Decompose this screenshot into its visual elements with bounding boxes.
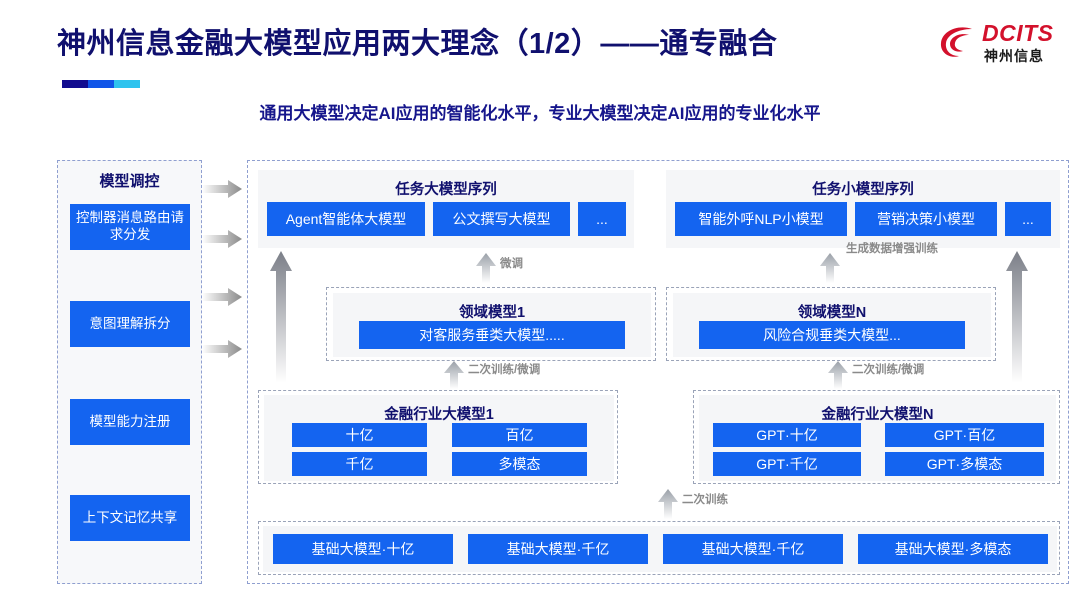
flow-label-finetune-left: 微调 bbox=[500, 258, 523, 270]
base-box-1000y-a[interactable]: 基础大模型·千亿 bbox=[468, 534, 648, 564]
task-small-box-more[interactable]: ... bbox=[1005, 202, 1051, 236]
flow-arrow-up-tall-left bbox=[270, 251, 292, 383]
flow-arrow-right-4 bbox=[202, 340, 242, 358]
industry-n-box-gpt-multimodal[interactable]: GPT·多模态 bbox=[885, 452, 1044, 476]
task-large-model-panel: 任务大模型序列 Agent智能体大模型 公文撰写大模型 ... bbox=[258, 170, 634, 248]
control-item-context-memory[interactable]: 上下文记忆共享 bbox=[70, 495, 190, 541]
industry-n-box-gpt-10y[interactable]: GPT·十亿 bbox=[713, 423, 861, 447]
industry-1-box-multimodal[interactable]: 多模态 bbox=[452, 452, 587, 476]
domain-model-1-panel: 领域模型1 对客服务垂类大模型..... bbox=[333, 293, 651, 357]
flow-arrow-right-2 bbox=[202, 230, 242, 248]
task-large-box-more[interactable]: ... bbox=[578, 202, 626, 236]
base-model-panel: 基础大模型·十亿 基础大模型·千亿 基础大模型·千亿 基础大模型·多模态 bbox=[263, 526, 1057, 572]
architecture-diagram: 任务大模型序列 Agent智能体大模型 公文撰写大模型 ... 任务小模型序列 … bbox=[247, 160, 1069, 584]
task-small-model-panel: 任务小模型序列 智能外呼NLP小模型 营销决策小模型 ... bbox=[666, 170, 1060, 248]
flow-label-retrain-right: 二次训练/微调 bbox=[852, 364, 925, 376]
domain-model-n-title: 领域模型N bbox=[797, 305, 867, 321]
model-control-title: 模型调控 bbox=[99, 173, 160, 190]
flow-arrow-up-retrain-left bbox=[444, 361, 464, 389]
accent-segment-2 bbox=[88, 80, 114, 88]
industry-model-n-frame: 金融行业大模型N GPT·十亿 GPT·百亿 GPT·千亿 GPT·多模态 bbox=[693, 390, 1060, 484]
model-control-panel: 模型调控 控制器消息路由请求分发 意图理解拆分 模型能力注册 上下文记忆共享 bbox=[57, 160, 202, 584]
domain-model-1-frame: 领域模型1 对客服务垂类大模型..... bbox=[326, 287, 656, 361]
industry-1-box-100y[interactable]: 百亿 bbox=[452, 423, 587, 447]
accent-bar bbox=[62, 80, 140, 88]
control-item-intent[interactable]: 意图理解拆分 bbox=[70, 301, 190, 347]
domain-model-n-frame: 领域模型N 风险合规垂类大模型... bbox=[666, 287, 996, 361]
company-logo: DCITS 神州信息 bbox=[938, 16, 1066, 70]
industry-model-n-panel: 金融行业大模型N GPT·十亿 GPT·百亿 GPT·千亿 GPT·多模态 bbox=[699, 395, 1056, 481]
flow-arrow-up-finetune-left bbox=[476, 253, 496, 283]
base-box-multimodal[interactable]: 基础大模型·多模态 bbox=[858, 534, 1048, 564]
flow-label-data-aug: 生成数据增强训练 bbox=[846, 243, 938, 255]
flow-label-retrain-base: 二次训练 bbox=[682, 494, 728, 506]
task-small-box-marketing[interactable]: 营销决策小模型 bbox=[855, 202, 997, 236]
industry-n-box-gpt-100y[interactable]: GPT·百亿 bbox=[885, 423, 1044, 447]
flow-arrow-up-retrain-right bbox=[828, 361, 848, 389]
base-model-frame: 基础大模型·十亿 基础大模型·千亿 基础大模型·千亿 基础大模型·多模态 bbox=[258, 521, 1060, 575]
logo-brand-text: DCITS bbox=[982, 20, 1054, 46]
industry-1-box-1000y[interactable]: 千亿 bbox=[292, 452, 427, 476]
control-item-capability-registry[interactable]: 模型能力注册 bbox=[70, 399, 190, 445]
flow-label-retrain-left: 二次训练/微调 bbox=[468, 364, 541, 376]
accent-segment-1 bbox=[62, 80, 88, 88]
page-subtitle: 通用大模型决定AI应用的智能化水平，专业大模型决定AI应用的专业化水平 bbox=[259, 104, 821, 123]
domain-model-n-box[interactable]: 风险合规垂类大模型... bbox=[699, 321, 965, 349]
industry-model-1-title: 金融行业大模型1 bbox=[384, 407, 494, 423]
task-large-box-doc[interactable]: 公文撰写大模型 bbox=[433, 202, 570, 236]
base-box-1000y-b[interactable]: 基础大模型·千亿 bbox=[663, 534, 843, 564]
industry-model-1-panel: 金融行业大模型1 十亿 百亿 千亿 多模态 bbox=[264, 395, 614, 481]
domain-model-1-title: 领域模型1 bbox=[458, 305, 526, 321]
logo-brand-cn-text: 神州信息 bbox=[984, 48, 1044, 64]
flow-arrow-up-retrain-base bbox=[658, 489, 678, 519]
domain-model-1-box[interactable]: 对客服务垂类大模型..... bbox=[359, 321, 625, 349]
industry-model-n-title: 金融行业大模型N bbox=[821, 407, 934, 423]
control-item-router[interactable]: 控制器消息路由请求分发 bbox=[70, 204, 190, 250]
flow-arrow-up-data-aug bbox=[820, 253, 840, 283]
flow-arrow-up-tall-right bbox=[1006, 251, 1028, 383]
task-large-box-agent[interactable]: Agent智能体大模型 bbox=[267, 202, 425, 236]
page-title: 神州信息金融大模型应用两大理念（1/2）——通专融合 bbox=[57, 28, 778, 60]
flow-arrow-right-1 bbox=[202, 180, 242, 198]
domain-model-n-panel: 领域模型N 风险合规垂类大模型... bbox=[673, 293, 991, 357]
task-small-box-nlp[interactable]: 智能外呼NLP小模型 bbox=[675, 202, 847, 236]
task-large-model-title: 任务大模型序列 bbox=[395, 182, 497, 198]
dcits-swirl-icon bbox=[938, 22, 978, 62]
industry-model-1-frame: 金融行业大模型1 十亿 百亿 千亿 多模态 bbox=[258, 390, 618, 484]
accent-segment-3 bbox=[114, 80, 140, 88]
flow-arrow-right-3 bbox=[202, 288, 242, 306]
task-small-model-title: 任务小模型序列 bbox=[812, 182, 914, 198]
base-box-10y[interactable]: 基础大模型·十亿 bbox=[273, 534, 453, 564]
industry-n-box-gpt-1000y[interactable]: GPT·千亿 bbox=[713, 452, 861, 476]
industry-1-box-10y[interactable]: 十亿 bbox=[292, 423, 427, 447]
